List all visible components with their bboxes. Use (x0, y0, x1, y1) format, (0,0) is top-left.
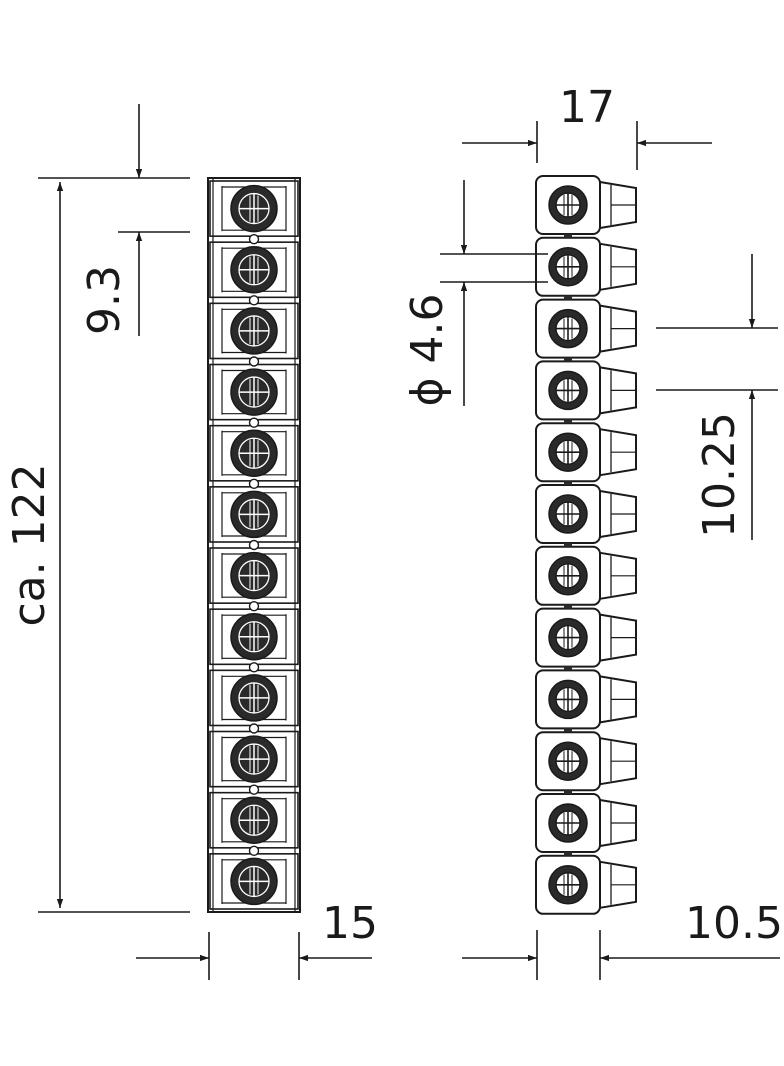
connector-bead (248, 784, 260, 795)
connector-bead (248, 539, 260, 551)
terminal-side (535, 422, 637, 483)
terminal-side (535, 360, 637, 421)
connector-bead (248, 662, 260, 673)
terminal-side (535, 175, 637, 235)
terminal-side (535, 607, 637, 668)
width-front-label: 15 (322, 898, 378, 949)
dimension-width-side: 17 (462, 82, 712, 170)
side-depth-label: 10.5 (685, 898, 783, 949)
terminal-front (209, 180, 299, 237)
connector-bridge (564, 357, 572, 362)
connector-bead (248, 356, 260, 367)
connector-bead (248, 417, 260, 428)
connector-bridge (564, 295, 572, 300)
terminal-front (209, 547, 299, 604)
width-side-label: 17 (559, 82, 615, 133)
connector-bridge (564, 666, 572, 671)
front-outline (207, 177, 301, 913)
connector-bead (248, 723, 260, 734)
terminal-front (209, 302, 299, 360)
connector-bead (248, 845, 260, 857)
terminal-front (209, 486, 299, 543)
terminal-side (535, 484, 637, 544)
dimension-length: ca. 122 (4, 177, 190, 913)
dimension-side-pitch: 10.25 (656, 254, 778, 540)
connector-bead (248, 600, 260, 612)
front-view (207, 177, 301, 913)
terminal-front (209, 853, 299, 910)
terminal-side (535, 793, 637, 853)
dimension-pitch: 9.3 (79, 104, 190, 336)
connector-bridge (564, 728, 572, 733)
length-label: ca. 122 (4, 463, 55, 626)
terminal-front (209, 669, 299, 727)
connector-bridge (564, 542, 572, 547)
side-pitch-label: 10.25 (694, 412, 745, 538)
terminal-front (209, 730, 299, 788)
terminal-side (535, 298, 637, 359)
side-view (535, 175, 637, 915)
connector-bridge (564, 790, 572, 794)
terminal-front (209, 363, 299, 421)
dimension-hole-diameter: ϕ 4.6 (402, 180, 548, 407)
connector-bead (248, 233, 260, 245)
dimension-width-front: 15 (136, 898, 378, 980)
connector-bead (248, 295, 260, 306)
connector-bridge (564, 233, 572, 238)
terminal-side (535, 236, 637, 297)
terminal-side (535, 854, 637, 915)
connector-bead (248, 478, 260, 490)
dimension-side-depth: 10.5 (462, 898, 783, 980)
terminal-front (209, 608, 299, 666)
terminal-side (535, 669, 637, 730)
connector-bridge (564, 481, 572, 485)
connector-bridge (564, 604, 572, 609)
connector-bridge (564, 419, 572, 424)
hole-diameter-label: ϕ 4.6 (402, 294, 453, 407)
terminal-side (535, 731, 637, 792)
terminal-front (209, 424, 299, 482)
terminal-front (209, 241, 299, 299)
connector-bridge (564, 851, 572, 856)
terminal-front (209, 791, 299, 849)
terminal-side (535, 545, 637, 606)
pitch-label: 9.3 (79, 265, 130, 335)
